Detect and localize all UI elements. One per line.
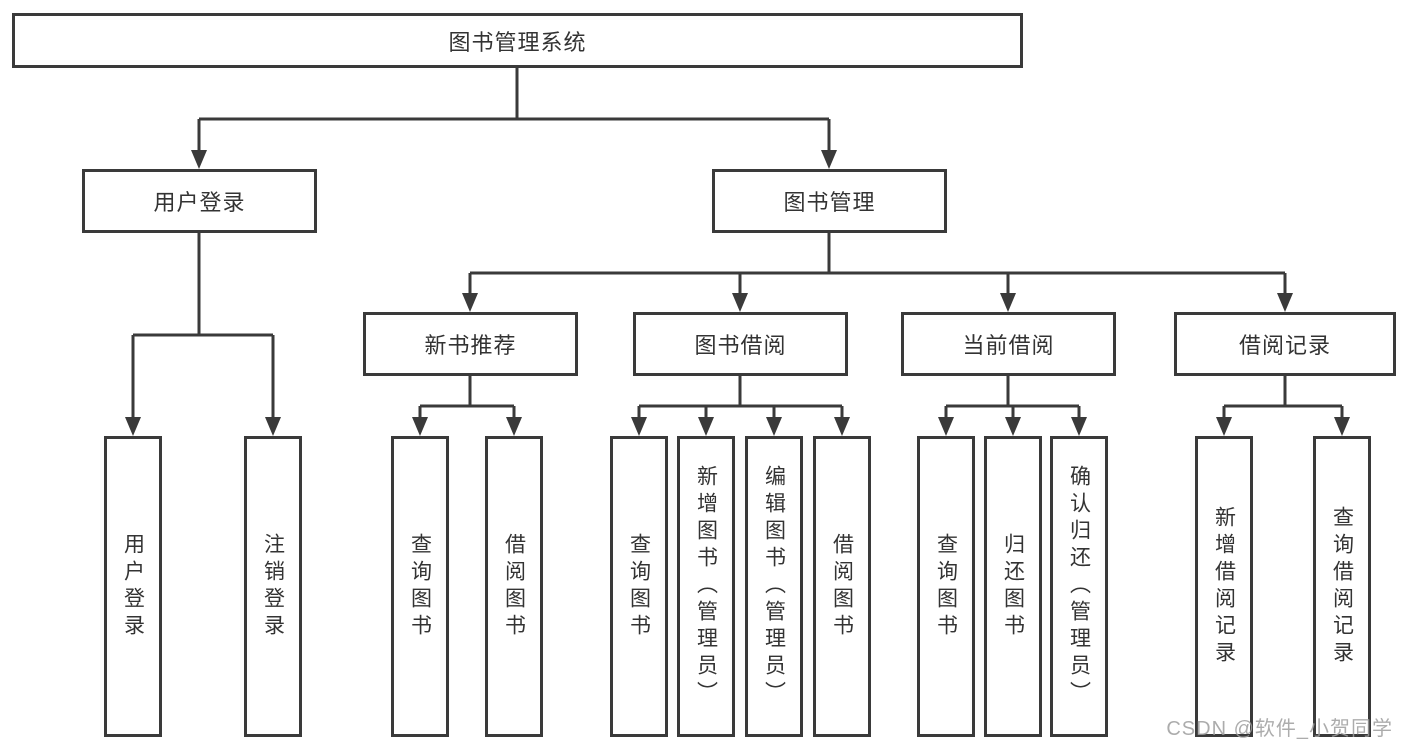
leaf-user-login: 用户登录: [104, 436, 162, 737]
node-label: 当前借阅: [962, 333, 1055, 358]
leaf-label: 查询图书: [627, 532, 651, 641]
leaf-return-books: 归还图书: [984, 436, 1042, 737]
leaf-query-books-1: 查询图书: [391, 436, 449, 737]
leaf-label: 新增图书（管理员）: [694, 465, 718, 708]
leaf-label: 查询图书: [408, 532, 432, 641]
leaf-edit-books-admin: 编辑图书（管理员）: [745, 436, 803, 737]
leaf-label: 注销登录: [261, 532, 285, 641]
node-label: 图书管理: [783, 190, 876, 215]
node-label: 用户登录: [153, 190, 246, 215]
leaf-label: 借阅图书: [830, 532, 854, 641]
node-new-book-recommend: 新书推荐: [363, 312, 578, 376]
csdn-watermark: CSDN @软件_小贺同学: [1166, 718, 1393, 740]
leaf-label: 新增借阅记录: [1212, 505, 1236, 668]
leaf-label: 借阅图书: [502, 532, 526, 641]
node-borrow-records: 借阅记录: [1174, 312, 1396, 376]
node-library-management-system: 图书管理系统: [12, 13, 1023, 68]
leaf-query-books-2: 查询图书: [610, 436, 668, 737]
node-label: 借阅记录: [1238, 333, 1331, 358]
node-label: 图书借阅: [694, 333, 787, 358]
arrowheads: [125, 150, 1350, 436]
leaf-logout: 注销登录: [244, 436, 302, 737]
node-book-borrow: 图书借阅: [633, 312, 848, 376]
node-user-login: 用户登录: [82, 169, 317, 233]
connector-paths: [131, 68, 1344, 421]
leaf-query-borrow-record: 查询借阅记录: [1313, 436, 1371, 737]
leaf-label: 查询图书: [934, 532, 958, 641]
node-current-borrow: 当前借阅: [901, 312, 1116, 376]
node-label: 新书推荐: [424, 333, 517, 358]
node-book-management: 图书管理: [712, 169, 947, 233]
node-label: 图书管理系统: [448, 29, 587, 55]
leaf-label: 编辑图书（管理员）: [762, 465, 786, 708]
leaf-add-borrow-record: 新增借阅记录: [1195, 436, 1253, 737]
leaf-confirm-return-admin: 确认归还（管理员）: [1050, 436, 1108, 737]
leaf-label: 用户登录: [121, 532, 145, 641]
leaf-add-books-admin: 新增图书（管理员）: [677, 436, 735, 737]
leaf-label: 确认归还（管理员）: [1067, 465, 1091, 708]
leaf-borrow-books-1: 借阅图书: [485, 436, 543, 737]
leaf-label: 归还图书: [1001, 532, 1025, 641]
leaf-query-books-3: 查询图书: [917, 436, 975, 737]
leaf-label: 查询借阅记录: [1330, 505, 1354, 668]
leaf-borrow-books-2: 借阅图书: [813, 436, 871, 737]
